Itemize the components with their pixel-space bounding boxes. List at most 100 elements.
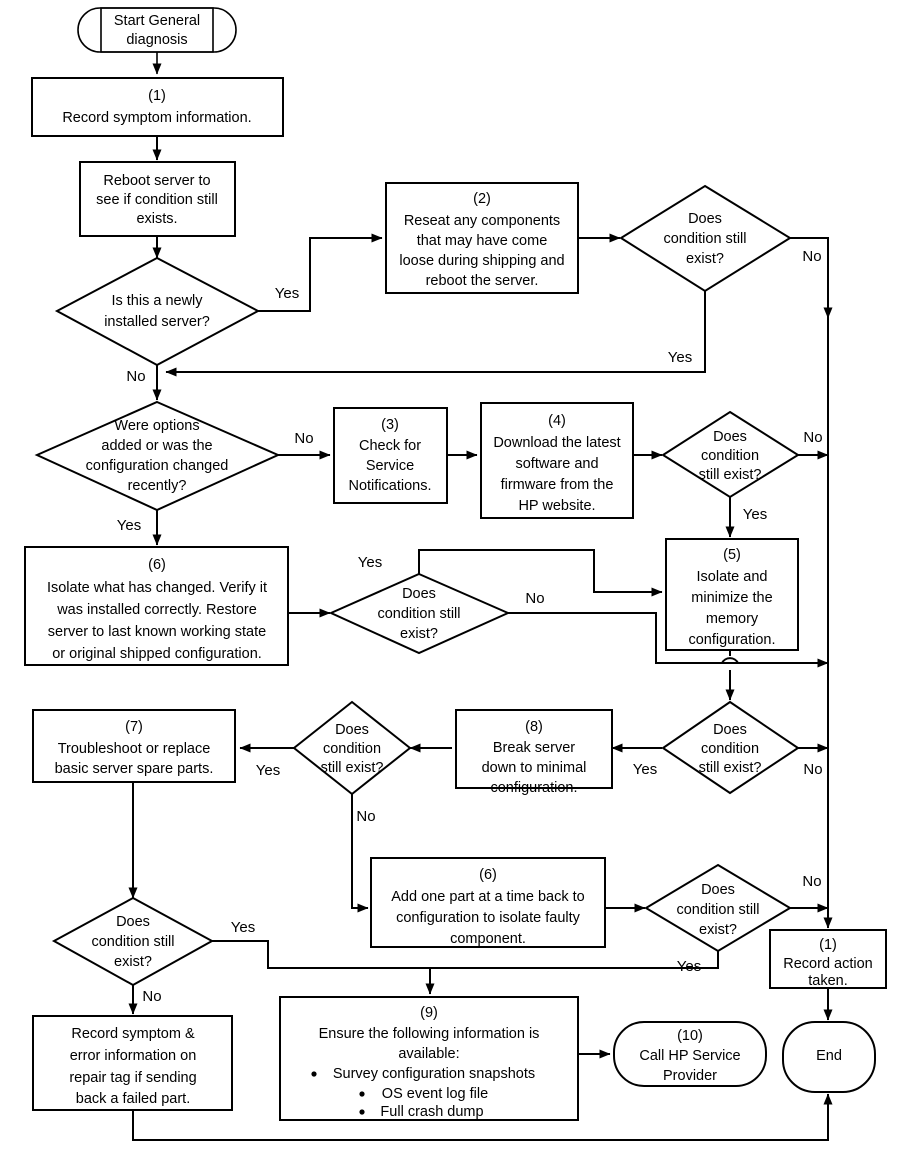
bullet-dot-icon: [359, 1109, 365, 1115]
call-hp-line-1: Call HP Service: [639, 1048, 740, 1064]
cond-spare-diamond: [51, 896, 215, 987]
cond-memory-line-2: condition: [701, 741, 759, 757]
node-record-action-taken[interactable]: (1) Record action taken.: [769, 929, 887, 989]
label-cond-spare-no: No: [142, 988, 161, 1005]
node-check-service-notifications[interactable]: (3) Check for Service Notifications.: [333, 407, 448, 504]
node-condition-after-reseat[interactable]: Does condition still exist?: [619, 184, 792, 293]
label-options-yes: Yes: [117, 517, 141, 534]
node-record-symptom-information[interactable]: (1) Record symptom information.: [31, 77, 284, 137]
ensure-info-line-1: Ensure the following information is: [319, 1026, 540, 1042]
options-line-1: Were options: [114, 418, 199, 434]
cond-spare-line-1: Does: [116, 914, 150, 930]
cond-break-line-1: Does: [335, 722, 369, 738]
check-service-line-3: Notifications.: [348, 478, 431, 494]
break-down-line-2: down to minimal: [482, 760, 587, 776]
node-were-options-added[interactable]: Were options added or was the configurat…: [34, 400, 281, 512]
node-end[interactable]: End: [782, 1021, 876, 1093]
record-symptom-error-line-4: back a failed part.: [76, 1091, 190, 1107]
node-condition-after-download[interactable]: Does condition still exist?: [661, 410, 800, 499]
ensure-info-num: (9): [420, 1005, 438, 1021]
record-symptom-error-line-1: Record symptom &: [71, 1026, 195, 1042]
troubleshoot-num: (7): [125, 719, 143, 735]
edge-cond-spare-yes: [212, 940, 430, 969]
node-ensure-information-available[interactable]: (9) Ensure the following information is …: [279, 996, 579, 1121]
ensure-info-bullet-2: OS event log file: [359, 1086, 488, 1102]
call-hp-num: (10): [677, 1028, 703, 1044]
download-line-3: firmware from the: [501, 477, 614, 493]
add-one-part-line-3: component.: [450, 931, 526, 947]
record-symptom-error-box: [32, 1015, 233, 1111]
record-symptom-error-line-3: repair tag if sending: [69, 1070, 196, 1086]
minimize-memory-line-2: minimize the: [691, 590, 772, 606]
end-label: End: [816, 1048, 842, 1064]
ensure-info-bullet-3: Full crash dump: [359, 1104, 484, 1120]
label-newly-installed-no: No: [126, 368, 145, 385]
cond-addpart-line-2: condition still: [676, 902, 759, 918]
break-down-box: [455, 709, 613, 789]
record-action-line-1: Record action: [783, 956, 872, 972]
node-add-one-part[interactable]: (6) Add one part at a time back to confi…: [370, 857, 606, 948]
cond-reseat-diamond: [619, 184, 792, 293]
node-isolate-what-has-changed[interactable]: (6) Isolate what has changed. Verify it …: [24, 546, 289, 666]
node-condition-after-break[interactable]: Does condition still exist?: [292, 700, 412, 796]
reboot-line-2: see if condition still: [96, 192, 218, 208]
cond-isolate-line-2: condition still: [377, 606, 460, 622]
node-condition-after-add-part[interactable]: Does condition still exist?: [644, 863, 792, 953]
cond-spare-line-2: condition still: [91, 934, 174, 950]
label-options-no: No: [294, 430, 313, 447]
end-stadium: [782, 1021, 876, 1093]
download-line-2: software and: [515, 456, 598, 472]
cond-memory-line-3: still exist?: [699, 760, 762, 776]
add-one-part-line-2: configuration to isolate faulty: [396, 910, 581, 926]
cond-reseat-line-3: exist?: [686, 251, 724, 267]
minimize-memory-num: (5): [723, 547, 741, 563]
node-condition-after-isolate[interactable]: Does condition still exist?: [328, 572, 511, 655]
cond-addpart-line-1: Does: [701, 882, 735, 898]
node-reseat-components[interactable]: (2) Reseat any components that may have …: [385, 182, 579, 294]
minimize-memory-box: [665, 538, 799, 651]
reboot-line-3: exists.: [136, 211, 177, 227]
node-start[interactable]: Start General diagnosis: [77, 7, 237, 53]
check-service-num: (3): [381, 417, 399, 433]
label-cond-isolate-yes: Yes: [358, 554, 382, 571]
isolate-changed-line-1: Isolate what has changed. Verify it: [47, 580, 267, 596]
minimize-memory-line-4: configuration.: [688, 632, 775, 648]
reseat-line-3: loose during shipping and: [399, 253, 564, 269]
reboot-box: [79, 161, 236, 237]
node-call-hp-service-provider[interactable]: (10) Call HP Service Provider: [613, 1021, 767, 1087]
node-condition-after-spare-parts[interactable]: Does condition still exist?: [51, 896, 215, 987]
node-condition-after-memory[interactable]: Does condition still exist?: [661, 700, 800, 795]
node-troubleshoot-spare-parts[interactable]: (7) Troubleshoot or replace basic server…: [32, 709, 236, 783]
cond-spare-line-3: exist?: [114, 954, 152, 970]
reseat-box: [385, 182, 579, 294]
label-cond-addpart-yes: Yes: [677, 958, 701, 975]
add-one-part-box: [370, 857, 606, 948]
node-reboot-server[interactable]: Reboot server to see if condition still …: [79, 161, 236, 237]
edge-newly-installed-yes: [258, 233, 383, 312]
label-cond-download-no: No: [803, 429, 822, 446]
record-symptom-num: (1): [148, 88, 166, 104]
options-line-2: added or was the: [101, 438, 212, 454]
node-download-latest-software[interactable]: (4) Download the latest software and fir…: [480, 402, 634, 519]
troubleshoot-line-1: Troubleshoot or replace: [58, 741, 211, 757]
cond-memory-line-1: Does: [713, 722, 747, 738]
label-cond-break-yes: Yes: [256, 762, 280, 779]
download-line-4: HP website.: [518, 498, 595, 514]
isolate-changed-box: [24, 546, 289, 666]
cond-addpart-diamond: [644, 863, 792, 953]
node-is-newly-installed-server[interactable]: Is this a newly installed server?: [54, 256, 261, 367]
newly-installed-line-2: installed server?: [104, 314, 210, 330]
isolate-changed-line-2: was installed correctly. Restore: [56, 602, 257, 618]
ensure-info-box: [279, 996, 579, 1121]
options-added-diamond: [34, 400, 281, 512]
node-break-server-down[interactable]: (8) Break server down to minimal configu…: [455, 709, 613, 796]
options-line-4: recently?: [128, 478, 187, 494]
start-line-2: diagnosis: [126, 32, 187, 48]
edge-cond-addpart-yes: [425, 951, 719, 995]
newly-installed-line-1: Is this a newly: [111, 293, 203, 309]
cond-download-diamond: [661, 410, 800, 499]
label-cond-download-yes: Yes: [743, 506, 767, 523]
node-record-symptom-error[interactable]: Record symptom & error information on re…: [32, 1015, 233, 1111]
node-minimize-memory-configuration[interactable]: (5) Isolate and minimize the memory conf…: [665, 538, 799, 651]
